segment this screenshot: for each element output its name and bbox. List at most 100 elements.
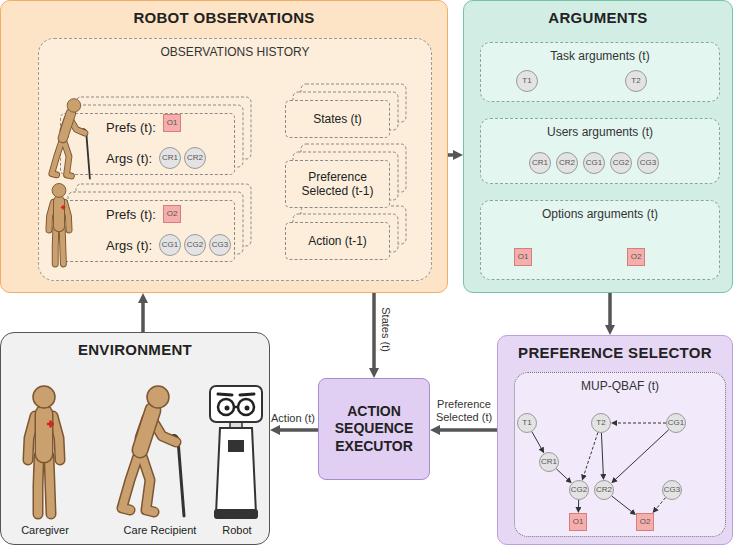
relation-arrow bbox=[556, 469, 569, 481]
node-label: CR2 bbox=[596, 486, 612, 494]
node-label: T2 bbox=[596, 419, 605, 427]
node-label: T2 bbox=[631, 77, 640, 85]
figure-caption: Care Recipient bbox=[110, 524, 210, 536]
argument-circle: CR2 bbox=[594, 480, 614, 500]
panel-title: ARGUMENTS bbox=[464, 9, 732, 26]
illustration-part bbox=[68, 192, 243, 254]
group-title: Task arguments (t) bbox=[481, 49, 719, 63]
option-square: O1 bbox=[163, 114, 181, 132]
user-card: Prefs (t): Args (t): O1CR1 CR2 bbox=[60, 113, 235, 175]
illustration-part bbox=[68, 105, 243, 167]
argument-circle: CG3 bbox=[637, 152, 659, 174]
node-label: CG2 bbox=[613, 159, 629, 167]
flow-arrow bbox=[276, 428, 318, 432]
argument-circle: CR1 bbox=[539, 452, 559, 472]
illustration-part bbox=[293, 214, 398, 252]
illustration-part bbox=[301, 144, 406, 192]
argument-circle: CG3 bbox=[662, 480, 682, 500]
relation-arrow bbox=[614, 423, 666, 424]
relation-arrow bbox=[614, 430, 669, 481]
relation-arrow bbox=[601, 433, 603, 477]
option-square: O2 bbox=[627, 248, 645, 266]
field-label: Args (t): bbox=[106, 238, 152, 254]
environment-figures bbox=[28, 386, 262, 519]
illustration-part bbox=[301, 206, 406, 244]
argument-circle: CG1 bbox=[159, 234, 181, 256]
node-label: T1 bbox=[522, 419, 531, 427]
group-title: Users arguments (t) bbox=[481, 125, 719, 139]
relation-arrow bbox=[612, 496, 634, 513]
argument-circle: CR2 bbox=[184, 147, 206, 169]
connector-label: States (t) bbox=[378, 297, 391, 363]
option-square: O1 bbox=[569, 513, 587, 531]
illustration-part bbox=[76, 184, 251, 246]
card-label: States (t) bbox=[313, 112, 362, 126]
argument-circle: CG2 bbox=[569, 480, 589, 500]
illustration-part bbox=[52, 99, 90, 179]
graph-group: MUP-QBAF (t)T1T2CG1CR1CG2CR2CG3O1O2 bbox=[514, 372, 726, 537]
field-label: Args (t): bbox=[106, 151, 152, 167]
arguments-panel: ARGUMENTS Task arguments (t) T1 T2Users arg… bbox=[463, 0, 733, 293]
argument-group: Options arguments (t)O1O2 bbox=[480, 200, 720, 280]
node-label: CR1 bbox=[532, 159, 548, 167]
node-label: O1 bbox=[573, 518, 584, 526]
argument-circle: CR2 bbox=[556, 152, 578, 174]
relation-arrow bbox=[532, 432, 543, 451]
connector-label: Action (t) bbox=[268, 412, 318, 425]
illustration-part bbox=[210, 386, 262, 519]
relation-arrow bbox=[655, 498, 666, 511]
card-label: Preference Selected (t-1) bbox=[296, 170, 379, 199]
state-card: Preference Selected (t-1) bbox=[285, 160, 390, 208]
argument-group: Task arguments (t) T1 T2 bbox=[480, 42, 720, 102]
state-card: States (t) bbox=[285, 100, 390, 138]
node-label: O2 bbox=[640, 518, 651, 526]
argument-circle: CG2 bbox=[610, 152, 632, 174]
process-box: ACTION SEQUENCE EXECUTOR bbox=[318, 378, 430, 480]
selector-panel: PREFERENCE SELECTORMUP-QBAF (t)T1T2CG1CR… bbox=[497, 335, 733, 545]
illustration-part bbox=[49, 184, 69, 264]
flow-arrow bbox=[141, 299, 145, 332]
card-label: Action (t-1) bbox=[308, 234, 367, 248]
node-label: CR1 bbox=[541, 458, 557, 466]
relation-arrow bbox=[583, 433, 598, 478]
node-label: CG3 bbox=[640, 159, 656, 167]
argument-circle: CG1 bbox=[583, 152, 605, 174]
option-square: O2 bbox=[163, 205, 181, 223]
group-title: OBSERVATIONS HISTORY bbox=[39, 45, 431, 59]
argument-circle: CG2 bbox=[184, 234, 206, 256]
stacked-history-cards bbox=[68, 84, 406, 254]
node-label: CR2 bbox=[559, 159, 575, 167]
field-label: Prefs (t): bbox=[106, 120, 156, 136]
illustration-part bbox=[122, 386, 184, 516]
figure-caption: Robot bbox=[211, 524, 263, 536]
option-square: O2 bbox=[636, 513, 654, 531]
flow-arrow bbox=[372, 293, 376, 372]
field-label: Prefs (t): bbox=[106, 207, 156, 223]
node-label: T1 bbox=[522, 77, 531, 85]
state-card: Action (t-1) bbox=[285, 222, 390, 260]
argument-circle: CG3 bbox=[209, 234, 231, 256]
illustration-part bbox=[28, 386, 60, 514]
connector-label: Preference Selected (t) bbox=[432, 398, 496, 424]
illustration-part bbox=[76, 97, 251, 159]
node-label: O1 bbox=[167, 119, 178, 127]
option-square: O1 bbox=[514, 248, 532, 266]
argument-circle: T2 bbox=[591, 413, 611, 433]
node-label: CG3 bbox=[212, 241, 228, 249]
relation-arrow bbox=[578, 500, 579, 510]
node-label: CR1 bbox=[162, 154, 178, 162]
node-label: CG1 bbox=[162, 241, 178, 249]
flow-arrow bbox=[448, 153, 457, 157]
environment-panel: ENVIRONMENT bbox=[0, 332, 270, 545]
argument-circle: T1 bbox=[516, 70, 538, 92]
node-label: CR2 bbox=[187, 154, 203, 162]
figure-caption: Caregiver bbox=[5, 524, 85, 536]
node-label: CG2 bbox=[571, 486, 587, 494]
node-label: O1 bbox=[518, 253, 529, 261]
node-label: CG3 bbox=[664, 486, 680, 494]
flow-arrow bbox=[608, 293, 612, 329]
